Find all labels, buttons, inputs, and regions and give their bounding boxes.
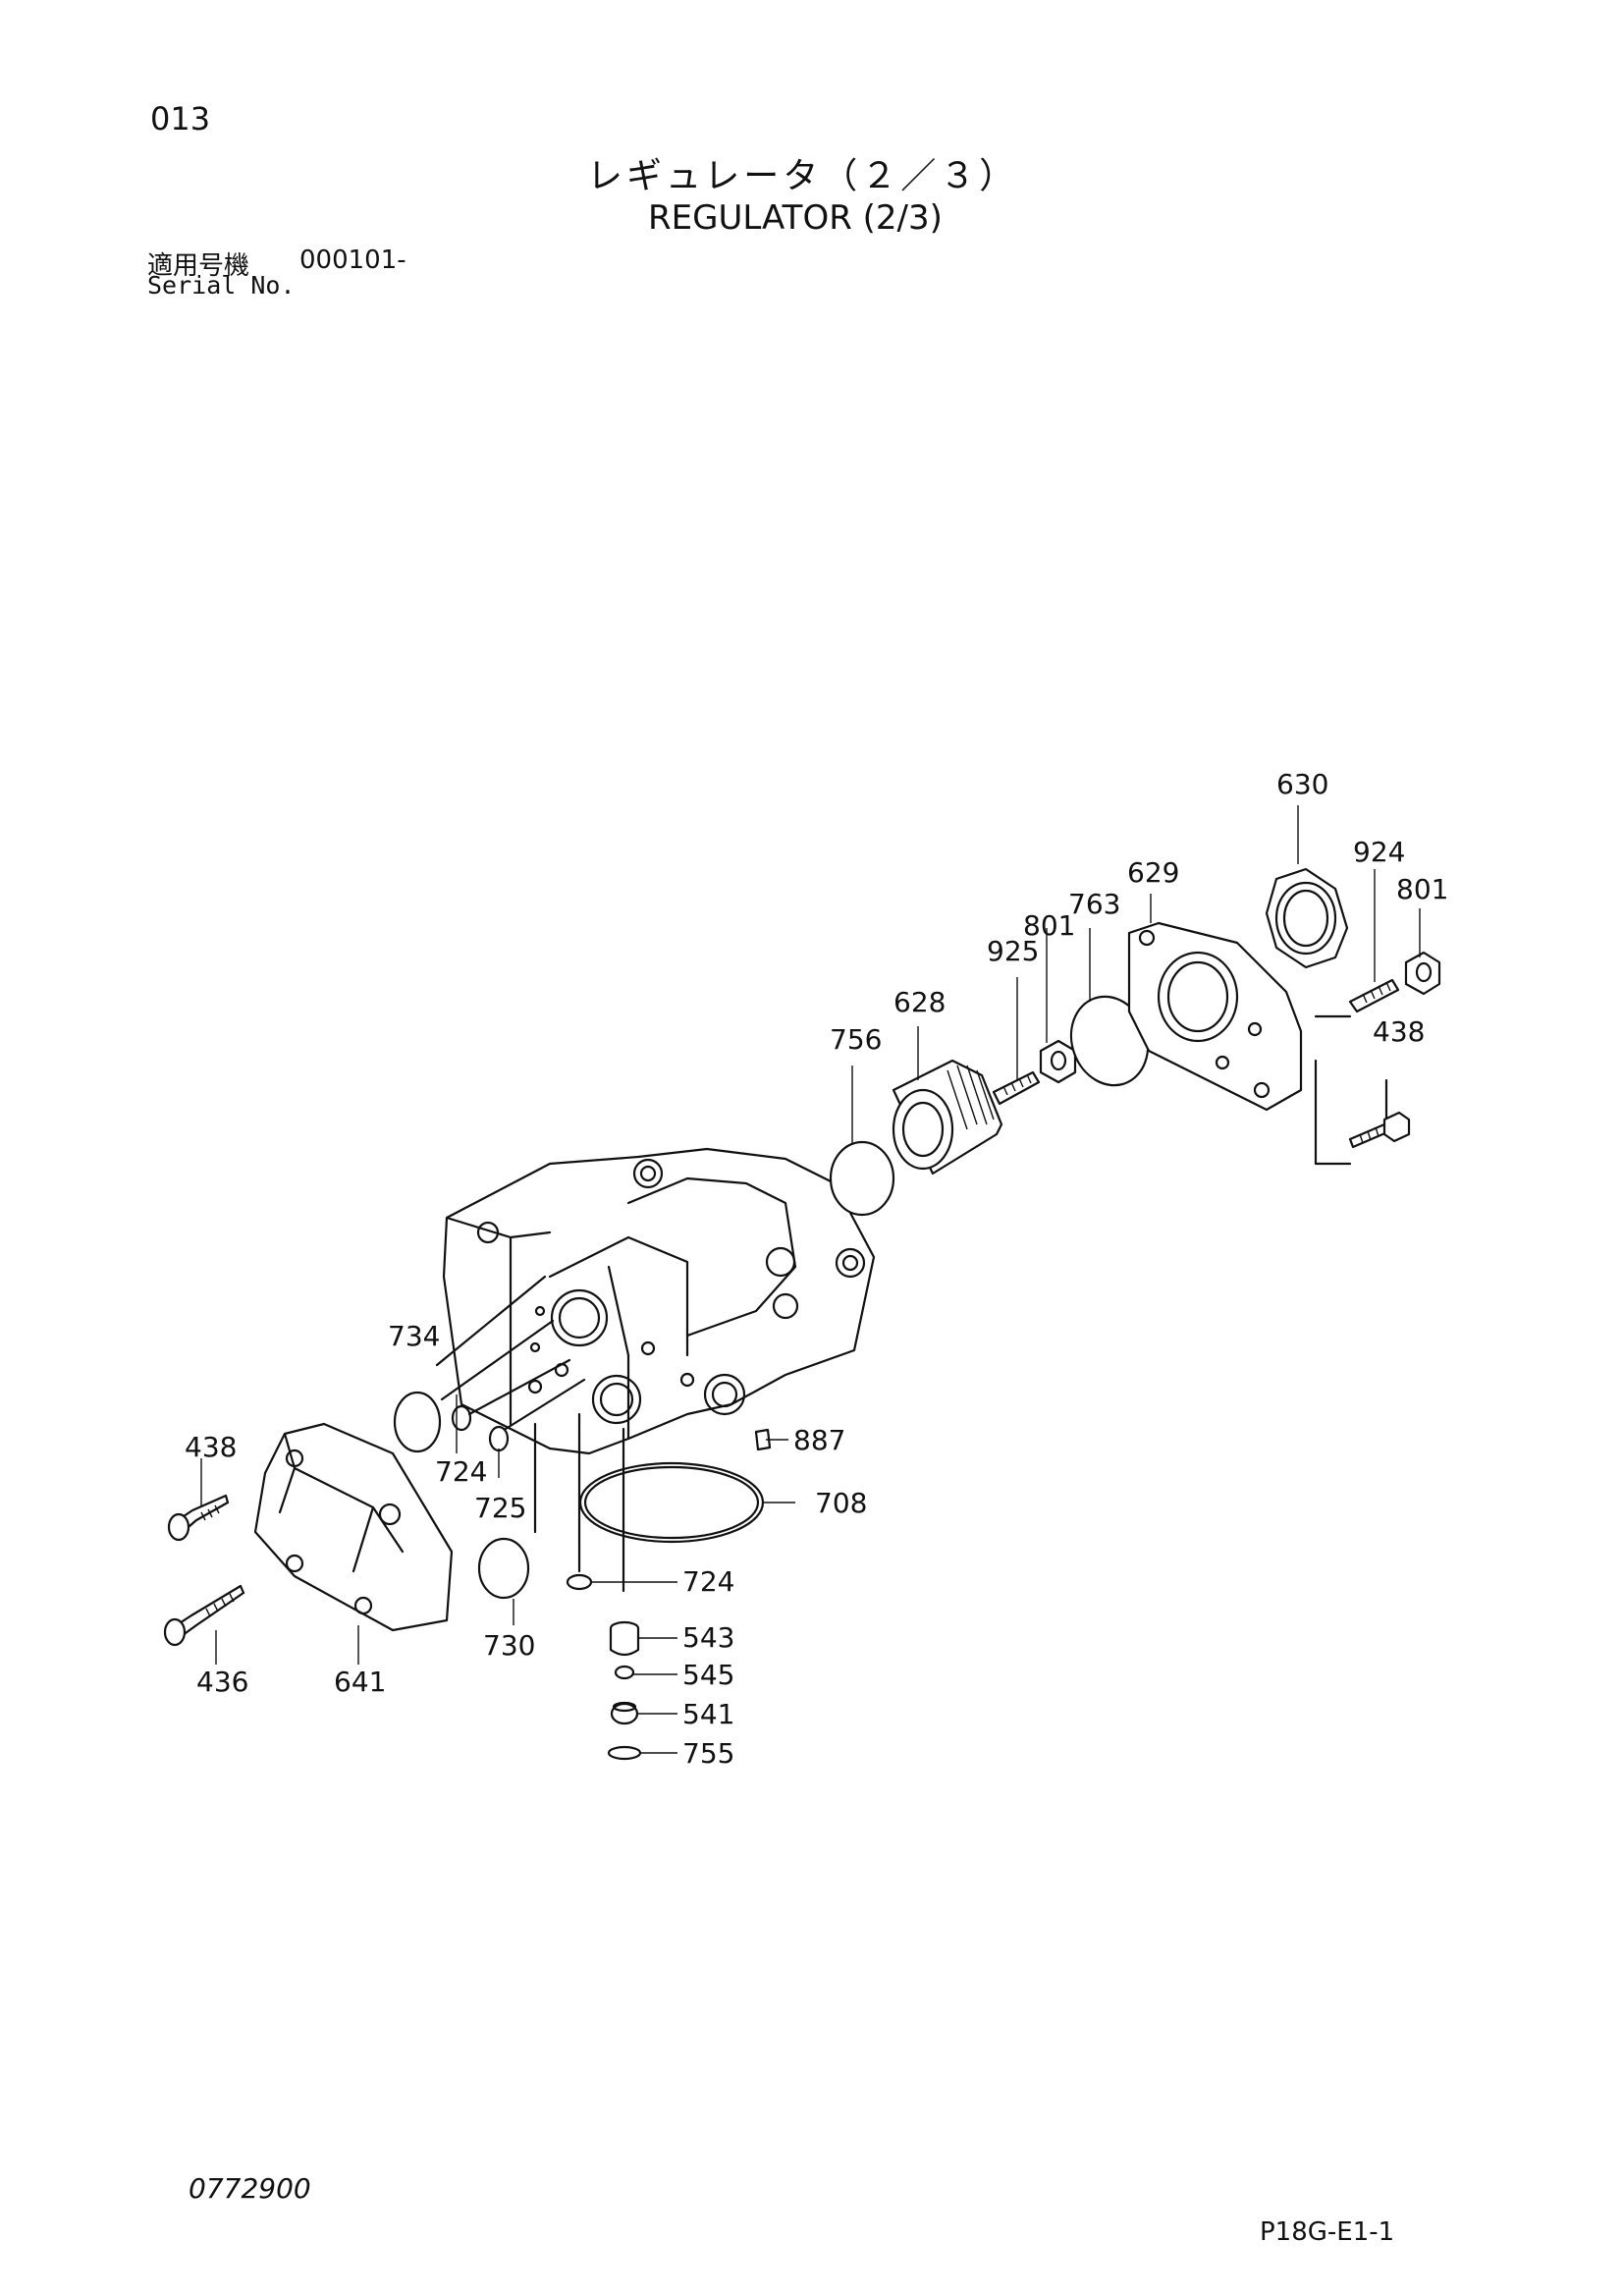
callout-801: 801 xyxy=(1396,873,1448,905)
cover-629 xyxy=(1127,921,1303,1112)
callout-708: 708 xyxy=(815,1487,867,1519)
oring-545 xyxy=(614,1665,635,1680)
serial-number-value: 000101- xyxy=(299,246,406,275)
callout-438: 438 xyxy=(185,1431,237,1463)
callout-629: 629 xyxy=(1127,856,1179,889)
title-english: REGULATOR (2/3) xyxy=(648,198,943,238)
bolt-438-right xyxy=(1348,1111,1411,1149)
oring-734 xyxy=(393,1391,442,1453)
sheet-code: P18G-E1-1 xyxy=(1260,2217,1395,2247)
plug-541 xyxy=(610,1701,639,1725)
plug-887 xyxy=(754,1428,772,1451)
oring-708 xyxy=(578,1461,765,1544)
callout-436: 436 xyxy=(196,1666,248,1698)
callout-545: 545 xyxy=(682,1659,734,1691)
oring-725 xyxy=(488,1425,510,1452)
callout-438: 438 xyxy=(1373,1015,1425,1048)
pin-724 xyxy=(566,1573,593,1591)
callout-801: 801 xyxy=(1023,909,1075,942)
callout-630: 630 xyxy=(1276,768,1328,800)
oring-755 xyxy=(607,1745,642,1761)
plug-543 xyxy=(609,1620,640,1657)
callout-763: 763 xyxy=(1068,888,1120,920)
regulator-housing xyxy=(442,1147,876,1455)
screw-924 xyxy=(1348,978,1400,1013)
oring-724-small xyxy=(451,1404,472,1432)
bolt-436 xyxy=(163,1584,245,1647)
oring-756 xyxy=(829,1140,895,1217)
callout-755: 755 xyxy=(682,1737,734,1770)
serial-label-japanese: 適用号機 xyxy=(147,251,250,281)
callout-730: 730 xyxy=(483,1629,535,1662)
cover-641 xyxy=(253,1422,454,1632)
callout-724: 724 xyxy=(435,1455,487,1488)
title-japanese: レギュレータ（２／３） xyxy=(587,156,1019,196)
serial-label-english: Serial No. xyxy=(147,271,296,300)
callout-543: 543 xyxy=(682,1621,734,1654)
nut-801-upper xyxy=(1404,951,1441,996)
oring-730 xyxy=(477,1537,530,1600)
callout-887: 887 xyxy=(793,1424,845,1456)
piston-628 xyxy=(892,1059,1003,1175)
nut-630 xyxy=(1265,867,1349,969)
callout-541: 541 xyxy=(682,1698,734,1730)
screw-925 xyxy=(992,1070,1041,1106)
page-number: 013 xyxy=(150,100,211,137)
callout-756: 756 xyxy=(830,1023,882,1056)
nut-801-lower xyxy=(1039,1039,1077,1084)
callout-925: 925 xyxy=(987,935,1039,967)
callout-734: 734 xyxy=(388,1320,440,1352)
callout-641: 641 xyxy=(334,1666,386,1698)
callout-724: 724 xyxy=(682,1565,734,1598)
callout-725: 725 xyxy=(474,1492,526,1524)
bolt-438-left xyxy=(167,1494,230,1542)
callout-628: 628 xyxy=(893,986,946,1018)
document-code: 0772900 xyxy=(189,2172,311,2205)
callout-924: 924 xyxy=(1353,836,1405,868)
